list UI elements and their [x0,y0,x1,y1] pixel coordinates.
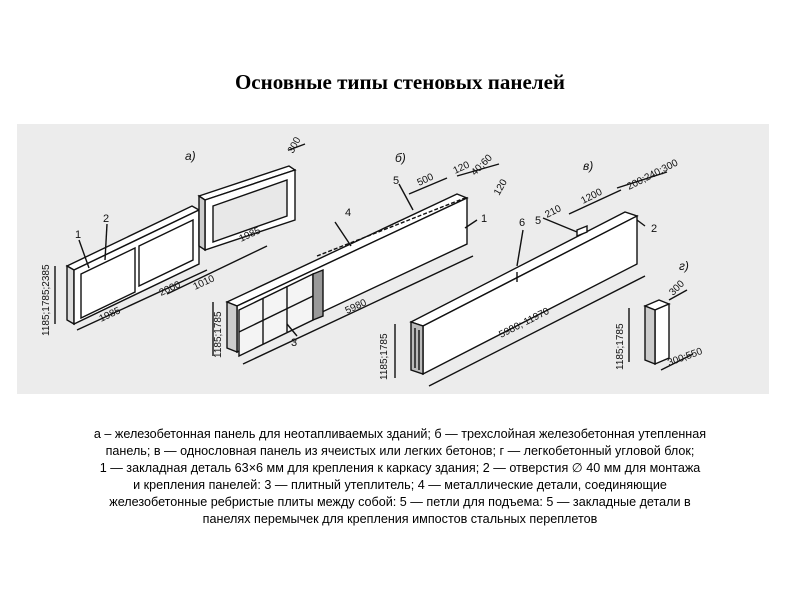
callout-5-v: 5 [535,215,541,227]
panel-v [394,171,668,387]
dim-v-height: 1185;1785 [379,333,390,380]
caption-line: железобетонные ребристые плиты между соб… [109,495,691,509]
caption-line: 1 — закладная деталь 63×6 мм для креплен… [99,461,701,475]
dim-g-height: 1185;1785 [615,323,626,370]
wall-panels-drawing: а) б) в) г) 1 2 4 5 1 3 6 5 2 1185;1785;… [17,124,769,394]
dim-b-120b: 120 [492,177,510,197]
callout-1-b: 1 [481,213,487,225]
callout-6: 6 [519,217,525,229]
dim-b-120a: 120 [452,160,472,177]
dim-a-height: 1185;1785;2385 [41,264,52,336]
dim-g-base: 300;550 [666,346,704,369]
dim-g-300: 300 [667,278,687,298]
callout-4: 4 [345,207,351,219]
callout-3: 3 [291,337,297,349]
callout-2-a: 2 [103,213,109,225]
label-v: в) [583,159,593,173]
panel-b [212,163,500,365]
caption-line: панель; в — однословная панель из ячеист… [105,444,695,458]
callout-2-v: 2 [651,223,657,235]
page-title: Основные типы стеновых панелей [234,70,566,94]
callout-5-b: 5 [393,175,399,187]
panel-a [54,143,306,331]
dim-a-thickness: 300 [286,135,304,155]
label-g: г) [679,259,689,273]
caption-line: панелях перемычек для крепления импостов… [202,512,598,526]
dim-b-height: 1185;1785 [213,311,224,358]
dim-v-210: 210 [543,203,563,221]
callout-1-a: 1 [75,229,81,241]
dim-v-thick: 200;240;300 [625,157,680,192]
dim-b-4060: 40;60 [469,152,495,178]
caption-line: а – железобетонная панель для неотаплива… [93,427,707,441]
dim-b-500: 500 [416,172,436,189]
figure-caption: а – железобетонная панель для неотаплива… [40,426,760,528]
drawing-svg: а) б) в) г) 1 2 4 5 1 3 6 5 2 1185;1785;… [41,135,704,387]
block-g [628,289,694,371]
label-b: б) [395,151,406,165]
caption-line: и крепления панелей: 3 — плитный утеплит… [133,478,667,492]
label-a: а) [185,149,196,163]
